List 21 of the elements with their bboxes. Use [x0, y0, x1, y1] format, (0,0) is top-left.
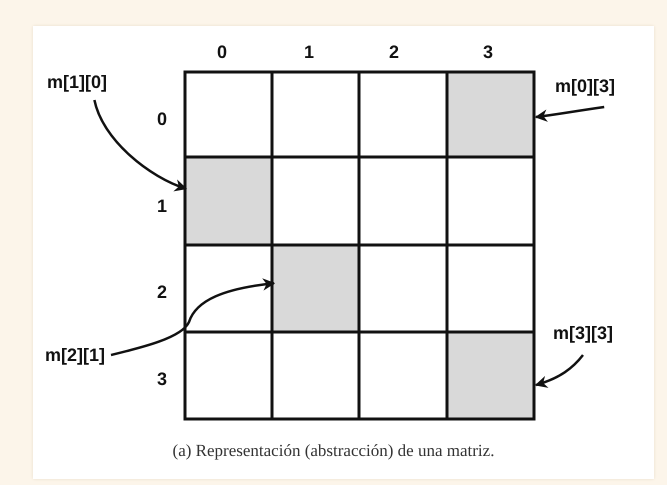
column-index: 0 — [217, 42, 228, 62]
leader-arrow — [534, 354, 584, 388]
row-index: 3 — [157, 369, 168, 389]
row-index: 0 — [157, 109, 168, 129]
column-index: 3 — [483, 42, 494, 62]
caption: (a) Representación (abstracción) de una matriz. — [172, 441, 494, 460]
shaded-cell — [447, 332, 534, 419]
column-index: 1 — [304, 42, 314, 62]
row-index: 1 — [157, 196, 168, 216]
element-label: m[1][0] — [47, 72, 108, 92]
shaded-cell — [185, 157, 272, 245]
leader-arrow — [534, 106, 604, 122]
leader-arrow — [93, 100, 188, 191]
leader-arrow — [110, 278, 276, 356]
element-label: m[0][3] — [555, 76, 616, 96]
column-index: 2 — [389, 42, 400, 62]
element-label: m[2][1] — [45, 345, 106, 365]
row-index: 2 — [157, 282, 168, 302]
shaded-cell — [447, 72, 534, 157]
element-label: m[3][3] — [553, 323, 614, 343]
shaded-cell — [272, 245, 359, 332]
